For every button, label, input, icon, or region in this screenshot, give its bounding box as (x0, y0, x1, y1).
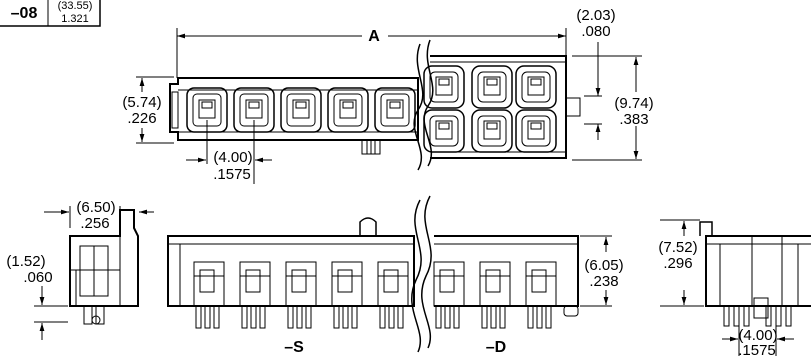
dim-side-width-mm: (6.50) (76, 199, 115, 216)
dim-front-height-mm: (6.05) (584, 257, 623, 274)
dim-pitch-bottom-in: .1575 (738, 342, 776, 356)
dim-height-in: .383 (619, 111, 648, 128)
front-view: (6.05) .238 –S –D (167, 195, 624, 356)
dim-front-height-in: .238 (589, 273, 618, 290)
dim-row-mm: (5.74) (122, 94, 161, 111)
table-value-mm: (33.55) (58, 0, 93, 12)
dim-standoff-mm: (1.52) (6, 253, 45, 270)
top-view: A (122, 7, 654, 184)
dim-pitch-bottom-mm: (4.00) (738, 327, 777, 344)
view-label-dual-row: –D (486, 339, 506, 356)
dim-height-mm: (9.74) (614, 95, 653, 112)
dim-row-in: .226 (127, 110, 156, 127)
table-code: –08 (11, 5, 38, 22)
dim-right-height-mm: (7.52) (658, 239, 697, 256)
dim-pitch-top-mm: (4.00) (213, 149, 252, 166)
side-view-left: (6.50) .256 (1.52) .060 (6, 199, 154, 340)
dim-standoff-in: .060 (23, 269, 52, 286)
table-value-in: 1.321 (61, 13, 89, 25)
dim-side-width-in: .256 (80, 215, 109, 232)
dimension-a-label: A (368, 28, 380, 45)
dim-wall-mm: (2.03) (576, 7, 615, 24)
dimension-table: –08 (33.55) 1.321 (0, 0, 101, 27)
view-label-single-row: –S (284, 339, 304, 356)
dim-pitch-top-in: .1575 (213, 166, 251, 183)
dim-right-height-in: .296 (663, 255, 692, 272)
dim-wall-in: .080 (581, 23, 610, 40)
side-view-right: (7.52) .296 (4.00) .1575 (658, 219, 811, 356)
